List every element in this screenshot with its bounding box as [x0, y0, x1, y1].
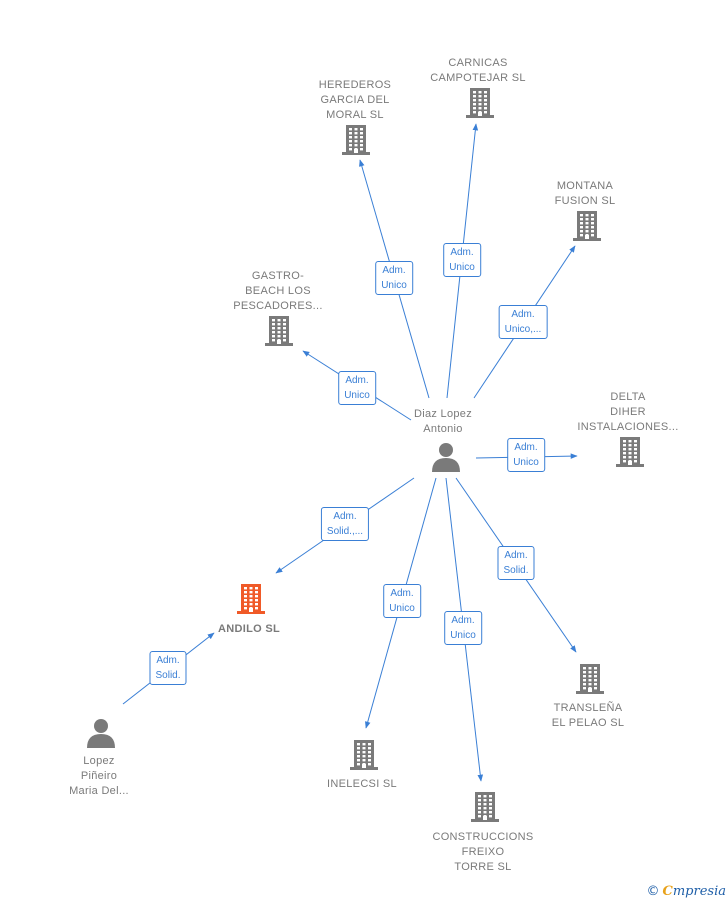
- copyright-icon: ©: [646, 884, 660, 899]
- node-label-gastro[interactable]: GASTRO- BEACH LOS PESCADORES...: [233, 270, 323, 312]
- building-icon[interactable]: [615, 434, 645, 473]
- building-icon[interactable]: [575, 661, 605, 700]
- node-label-diaz[interactable]: Diaz Lopez Antonio: [413, 408, 473, 435]
- node-label-carnicas[interactable]: CARNICAS CAMPOTEJAR SL: [430, 57, 526, 84]
- edge-label-andilo[interactable]: Adm. Solid.,...: [320, 507, 370, 541]
- edge-label-delta[interactable]: Adm. Unico: [507, 438, 545, 472]
- edge-label-herederos[interactable]: Adm. Unico: [375, 261, 413, 295]
- empresia-logo: ©Cmpresia: [646, 884, 727, 899]
- edge-label-carnicas[interactable]: Adm. Unico: [443, 243, 481, 277]
- node-label-andilo[interactable]: ANDILO SL: [218, 623, 280, 635]
- person-icon[interactable]: [431, 442, 461, 477]
- node-label-herederos[interactable]: HEREDEROS GARCIA DEL MORAL SL: [318, 79, 392, 121]
- edge-label-translena[interactable]: Adm. Solid.: [497, 546, 535, 580]
- building-icon[interactable]: [236, 581, 266, 620]
- node-label-construcciones[interactable]: CONSTRUCCIONS FREIXO TORRE SL: [432, 831, 534, 873]
- node-label-lopez[interactable]: Lopez Piñeiro Maria Del...: [69, 755, 129, 797]
- building-icon[interactable]: [572, 208, 602, 247]
- building-icon[interactable]: [264, 313, 294, 352]
- building-icon[interactable]: [341, 122, 371, 161]
- edge-label-montana[interactable]: Adm. Unico,...: [498, 305, 548, 339]
- building-icon[interactable]: [470, 789, 500, 828]
- node-label-delta[interactable]: DELTA DIHER INSTALACIONES...: [577, 391, 679, 433]
- edge-label-andilo[interactable]: Adm. Solid.: [149, 651, 187, 685]
- building-icon[interactable]: [349, 737, 379, 776]
- person-icon[interactable]: [86, 718, 116, 753]
- node-label-translena[interactable]: TRANSLEÑA EL PELAO SL: [551, 702, 625, 729]
- edge-label-inelecsi[interactable]: Adm. Unico: [383, 584, 421, 618]
- edge-label-construcciones[interactable]: Adm. Unico: [444, 611, 482, 645]
- node-label-montana[interactable]: MONTANA FUSION SL: [554, 180, 616, 207]
- edge-label-gastro[interactable]: Adm. Unico: [338, 371, 376, 405]
- node-label-inelecsi[interactable]: INELECSI SL: [327, 778, 397, 790]
- building-icon[interactable]: [465, 85, 495, 124]
